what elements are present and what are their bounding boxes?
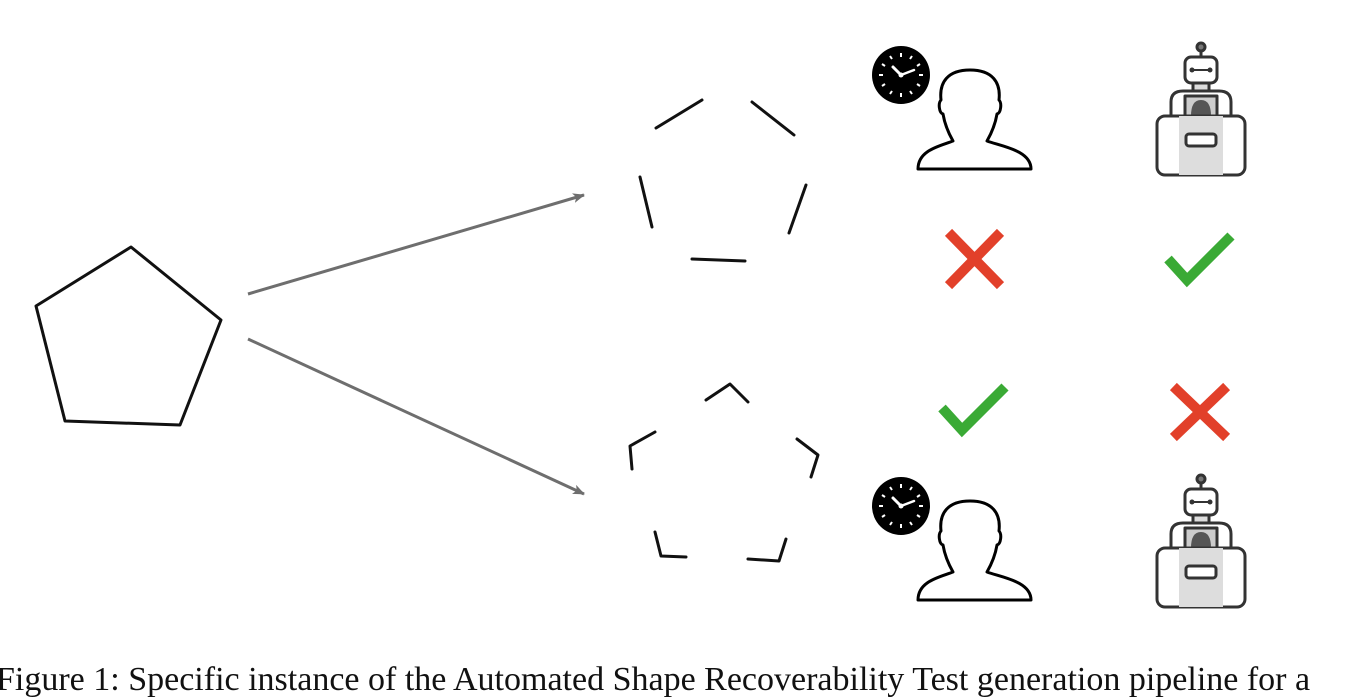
- pipeline-diagram: [34, 41, 1247, 609]
- source-pentagon: [34, 245, 223, 427]
- clock-icon: [872, 477, 930, 535]
- human-with-clock-top: [872, 46, 1033, 171]
- human-with-clock-bottom: [872, 477, 1033, 602]
- human-silhouette-icon: [916, 68, 1033, 171]
- red-cross-icon: [944, 228, 1005, 290]
- human-silhouette-icon: [916, 499, 1033, 602]
- corner-only-pentagon: [628, 382, 820, 563]
- red-cross-icon: [1169, 382, 1231, 442]
- arrow-to-corner-variant: [247, 337, 585, 496]
- robot-icon: [1155, 473, 1247, 609]
- clock-icon: [872, 46, 930, 104]
- arrow-to-broken-edge-variant: [247, 193, 585, 296]
- robot-icon: [1155, 41, 1247, 177]
- green-check-icon: [1164, 232, 1235, 288]
- green-check-icon: [938, 383, 1009, 438]
- figure-caption: Figure 1: Specific instance of the Autom…: [0, 661, 1311, 698]
- broken-edge-pentagon: [638, 98, 808, 263]
